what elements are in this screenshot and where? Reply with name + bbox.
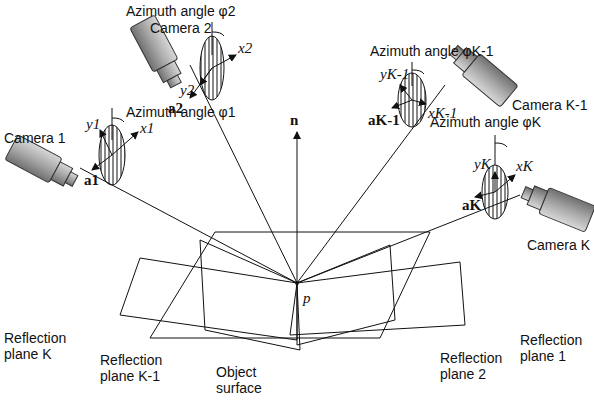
symbol-label: aK	[462, 197, 481, 213]
text-label: Azimuth angle φ2	[126, 3, 235, 19]
text-label: Azimuth angle φK-1	[370, 43, 493, 59]
reflection-plane	[200, 240, 300, 350]
symbol-label: x1	[140, 120, 154, 136]
plane-label: Reflection plane K-1	[100, 352, 180, 384]
reflection-plane	[290, 262, 465, 335]
symbol-label: n	[290, 112, 298, 128]
symbol-label: y2	[180, 82, 194, 98]
text-label: Camera K	[527, 237, 590, 253]
symbol-label: x2	[238, 40, 252, 56]
plane-label: Reflection plane K	[4, 330, 84, 362]
symbol-label: yK	[474, 156, 491, 172]
symbol-label: aK-1	[368, 112, 400, 128]
text-label: Camera 1	[4, 130, 65, 146]
symbol-label: y1	[86, 116, 100, 132]
text-label: Camera K-1	[512, 97, 587, 113]
symbol-label: yK-1	[380, 66, 409, 82]
text-label: Azimuth angle φK	[430, 114, 541, 130]
text-label: Camera 2	[150, 20, 211, 36]
plane-label: Reflection plane 1	[520, 332, 590, 364]
symbol-label: p	[303, 290, 311, 306]
symbol-label: a1	[84, 172, 99, 188]
plane-label: Reflection plane 2	[440, 350, 510, 382]
text-label: Azimuth angle φ1	[126, 104, 235, 120]
symbol-label: xK	[516, 158, 533, 174]
reflection-plane	[120, 258, 297, 340]
object-surface	[150, 232, 430, 338]
plane-label: Object surface	[216, 364, 286, 396]
